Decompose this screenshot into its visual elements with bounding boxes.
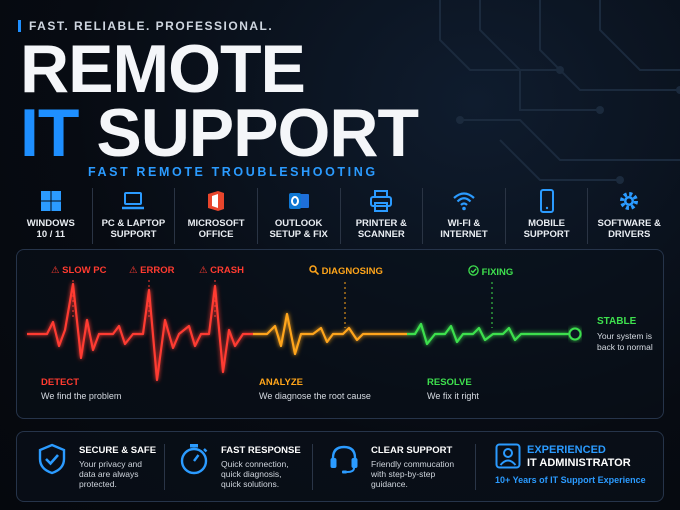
- service-laptop: PC & LAPTOP SUPPORT: [93, 188, 176, 244]
- divider: [164, 444, 165, 490]
- alert-diagnosing: DIAGNOSING: [309, 265, 383, 277]
- feature-secure-title: SECURE & SAFE: [79, 445, 157, 456]
- stage-resolve-title: RESOLVE: [427, 377, 472, 388]
- divider: [475, 444, 476, 490]
- office-icon: [208, 191, 225, 211]
- user-icon: [495, 443, 521, 469]
- alert-error: ⚠ ERROR: [129, 265, 175, 276]
- stage-stable-text: Your system is back to normal: [597, 331, 653, 352]
- service-label: WINDOWS 10 / 11: [26, 218, 75, 240]
- ecg-line-resolve: [407, 322, 569, 346]
- alert-crash: ⚠ CRASH: [199, 265, 244, 276]
- ecg-line-analyze: [253, 312, 407, 356]
- stage-analyze-text: We diagnose the root cause: [259, 391, 371, 401]
- ecg-endpoint: [568, 327, 582, 341]
- feature-fast: FAST RESPONSE Quick connection, quick di…: [177, 432, 317, 501]
- stopwatch-icon: [180, 444, 208, 475]
- magnifier-icon: [309, 265, 320, 276]
- feature-secure-text: Your privacy and data are always protect…: [79, 459, 143, 489]
- divider: [312, 444, 313, 490]
- service-label: WI-FI & INTERNET: [440, 218, 488, 240]
- check-circle-icon: [468, 265, 479, 276]
- feature-fast-title: FAST RESPONSE: [221, 445, 301, 456]
- alert-fixing: FIXING: [468, 265, 513, 278]
- service-windows: WINDOWS 10 / 11: [10, 188, 93, 244]
- windows-icon: [40, 191, 61, 211]
- service-label: MOBILE SUPPORT: [523, 218, 570, 240]
- feature-clear: CLEAR SUPPORT Friendly commucation with …: [327, 432, 477, 501]
- headset-icon: [330, 445, 358, 474]
- title-line1: REMOTE: [20, 31, 306, 107]
- service-mobile: MOBILE SUPPORT: [506, 188, 589, 244]
- stage-detect-text: We find the problem: [41, 391, 122, 401]
- outlook-icon: [288, 193, 309, 209]
- feature-clear-title: CLEAR SUPPORT: [371, 445, 453, 456]
- tagline: FAST. RELIABLE. PROFESSIONAL.: [18, 20, 273, 32]
- subtitle: FAST REMOTE TROUBLESHOOTING: [88, 165, 378, 179]
- alert-slow-pc: ⚠ SLOW PC: [51, 265, 107, 276]
- laptop-icon: [122, 192, 145, 210]
- title-line2: IT SUPPORT: [20, 99, 419, 167]
- shield-check-icon: [38, 443, 66, 475]
- service-wifi: WI-FI & INTERNET: [423, 188, 506, 244]
- service-label: SOFTWARE & DRIVERS: [597, 218, 661, 240]
- wifi-icon: [453, 192, 475, 211]
- stage-resolve-text: We fix it right: [427, 391, 479, 401]
- service-office: MICROSOFT OFFICE: [175, 188, 258, 244]
- ecg-panel: ⚠ SLOW PC ⚠ ERROR ⚠ CRASH DIAGNOSING FIX…: [16, 249, 664, 419]
- feature-secure: SECURE & SAFE Your privacy and data are …: [35, 432, 175, 501]
- title-accent: IT: [20, 95, 79, 171]
- service-label: PC & LAPTOP SUPPORT: [101, 218, 166, 240]
- service-label: MICROSOFT OFFICE: [187, 218, 245, 240]
- feature-fast-text: Quick connection, quick diagnosis, quick…: [221, 459, 289, 489]
- experience-title: EXPERIENCED: [527, 444, 606, 456]
- service-outlook: OUTLOOK SETUP & FIX: [258, 188, 341, 244]
- feature-clear-text: Friendly commucation with step-by-step g…: [371, 459, 455, 489]
- service-label: PRINTER & SCANNER: [355, 218, 407, 240]
- stage-detect-title: DETECT: [41, 377, 79, 388]
- experience-years: 10+ Years of IT Support Experience: [495, 475, 646, 485]
- mobile-icon: [539, 189, 554, 213]
- title-rest: SUPPORT: [96, 95, 419, 171]
- ecg-chart: [27, 280, 582, 382]
- gear-icon: [620, 192, 639, 210]
- ecg-line-detect: [27, 282, 253, 382]
- features-bar: SECURE & SAFE Your privacy and data are …: [16, 431, 664, 502]
- services-row: WINDOWS 10 / 11 PC & LAPTOP SUPPORT MICR…: [10, 188, 670, 244]
- service-label: OUTLOOK SETUP & FIX: [269, 218, 328, 240]
- service-software: SOFTWARE & DRIVERS: [588, 188, 670, 244]
- experience-role: IT ADMINISTRATOR: [527, 457, 631, 469]
- service-printer: PRINTER & SCANNER: [341, 188, 424, 244]
- stage-stable-title: STABLE: [597, 316, 637, 327]
- printer-icon: [370, 190, 393, 212]
- stage-analyze-title: ANALYZE: [259, 377, 303, 388]
